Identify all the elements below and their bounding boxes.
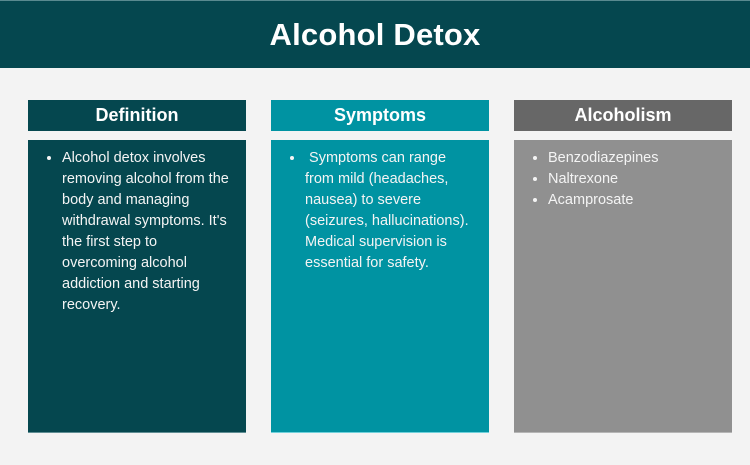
list-item: Acamprosate xyxy=(548,190,722,211)
definition-body: Alcohol detox involves removing alcohol … xyxy=(28,140,246,433)
list-item: Symptoms can range from mild (headaches,… xyxy=(305,148,479,274)
list-item: Benzodiazepines xyxy=(548,148,722,169)
alcoholism-list: Benzodiazepines Naltrexone Acamprosate xyxy=(528,148,722,211)
definition-list: Alcohol detox involves removing alcohol … xyxy=(42,148,236,316)
alcoholism-body: Benzodiazepines Naltrexone Acamprosate xyxy=(514,140,732,433)
symptoms-body: Symptoms can range from mild (headaches,… xyxy=(271,140,489,433)
list-item: Alcohol detox involves removing alcohol … xyxy=(62,148,236,316)
page-title: Alcohol Detox xyxy=(269,16,481,52)
symptoms-heading: Symptoms xyxy=(271,100,489,131)
symptoms-list: Symptoms can range from mild (headaches,… xyxy=(285,148,479,274)
title-bar: Alcohol Detox xyxy=(0,0,750,68)
definition-column: Definition Alcohol detox involves removi… xyxy=(28,100,246,433)
definition-heading: Definition xyxy=(28,100,246,131)
symptoms-column: Symptoms Symptoms can range from mild (h… xyxy=(271,100,489,433)
list-item: Naltrexone xyxy=(548,169,722,190)
alcoholism-heading: Alcoholism xyxy=(514,100,732,131)
alcoholism-column: Alcoholism Benzodiazepines Naltrexone Ac… xyxy=(514,100,732,433)
